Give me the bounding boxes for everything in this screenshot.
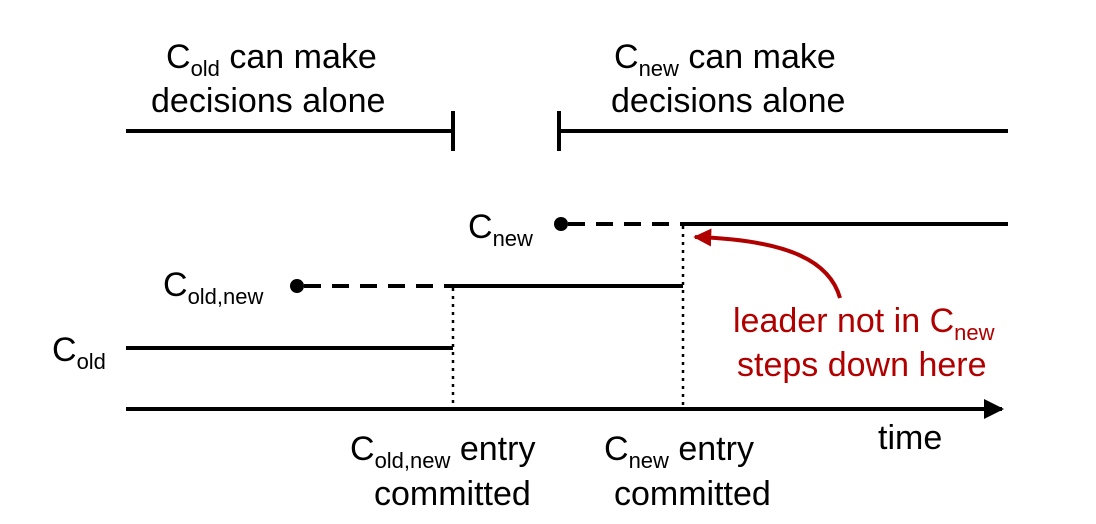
new-commit-label-line2: committed bbox=[614, 475, 771, 513]
c-new-row-label: Cnew bbox=[468, 208, 533, 251]
new-commit-label-line1: Cnew entry bbox=[604, 430, 754, 473]
new-alone-label-line1: Cnew can make bbox=[614, 38, 836, 81]
new-alone-label-line2: decisions alone bbox=[611, 82, 845, 120]
old-alone-range-bar bbox=[126, 111, 455, 151]
c-old-new-start-dot bbox=[290, 279, 304, 293]
annotation-line2: steps down here bbox=[737, 346, 987, 384]
old-alone-label-line1: Cold can make bbox=[166, 38, 377, 81]
c-old-new-row-label: Cold,new bbox=[163, 266, 264, 309]
step-down-arrow bbox=[693, 228, 842, 299]
time-axis-label: time bbox=[878, 419, 942, 457]
old-new-commit-label-line1: Cold,new entry bbox=[350, 430, 535, 473]
new-alone-range-bar bbox=[557, 111, 1008, 151]
annotation-line1: leader not in Cnew bbox=[733, 302, 995, 345]
old-new-commit-label-line2: committed bbox=[374, 475, 531, 513]
c-new-start-dot bbox=[554, 217, 568, 231]
old-alone-label-line2: decisions alone bbox=[151, 82, 385, 120]
c-old-row-label: Cold bbox=[52, 331, 106, 374]
